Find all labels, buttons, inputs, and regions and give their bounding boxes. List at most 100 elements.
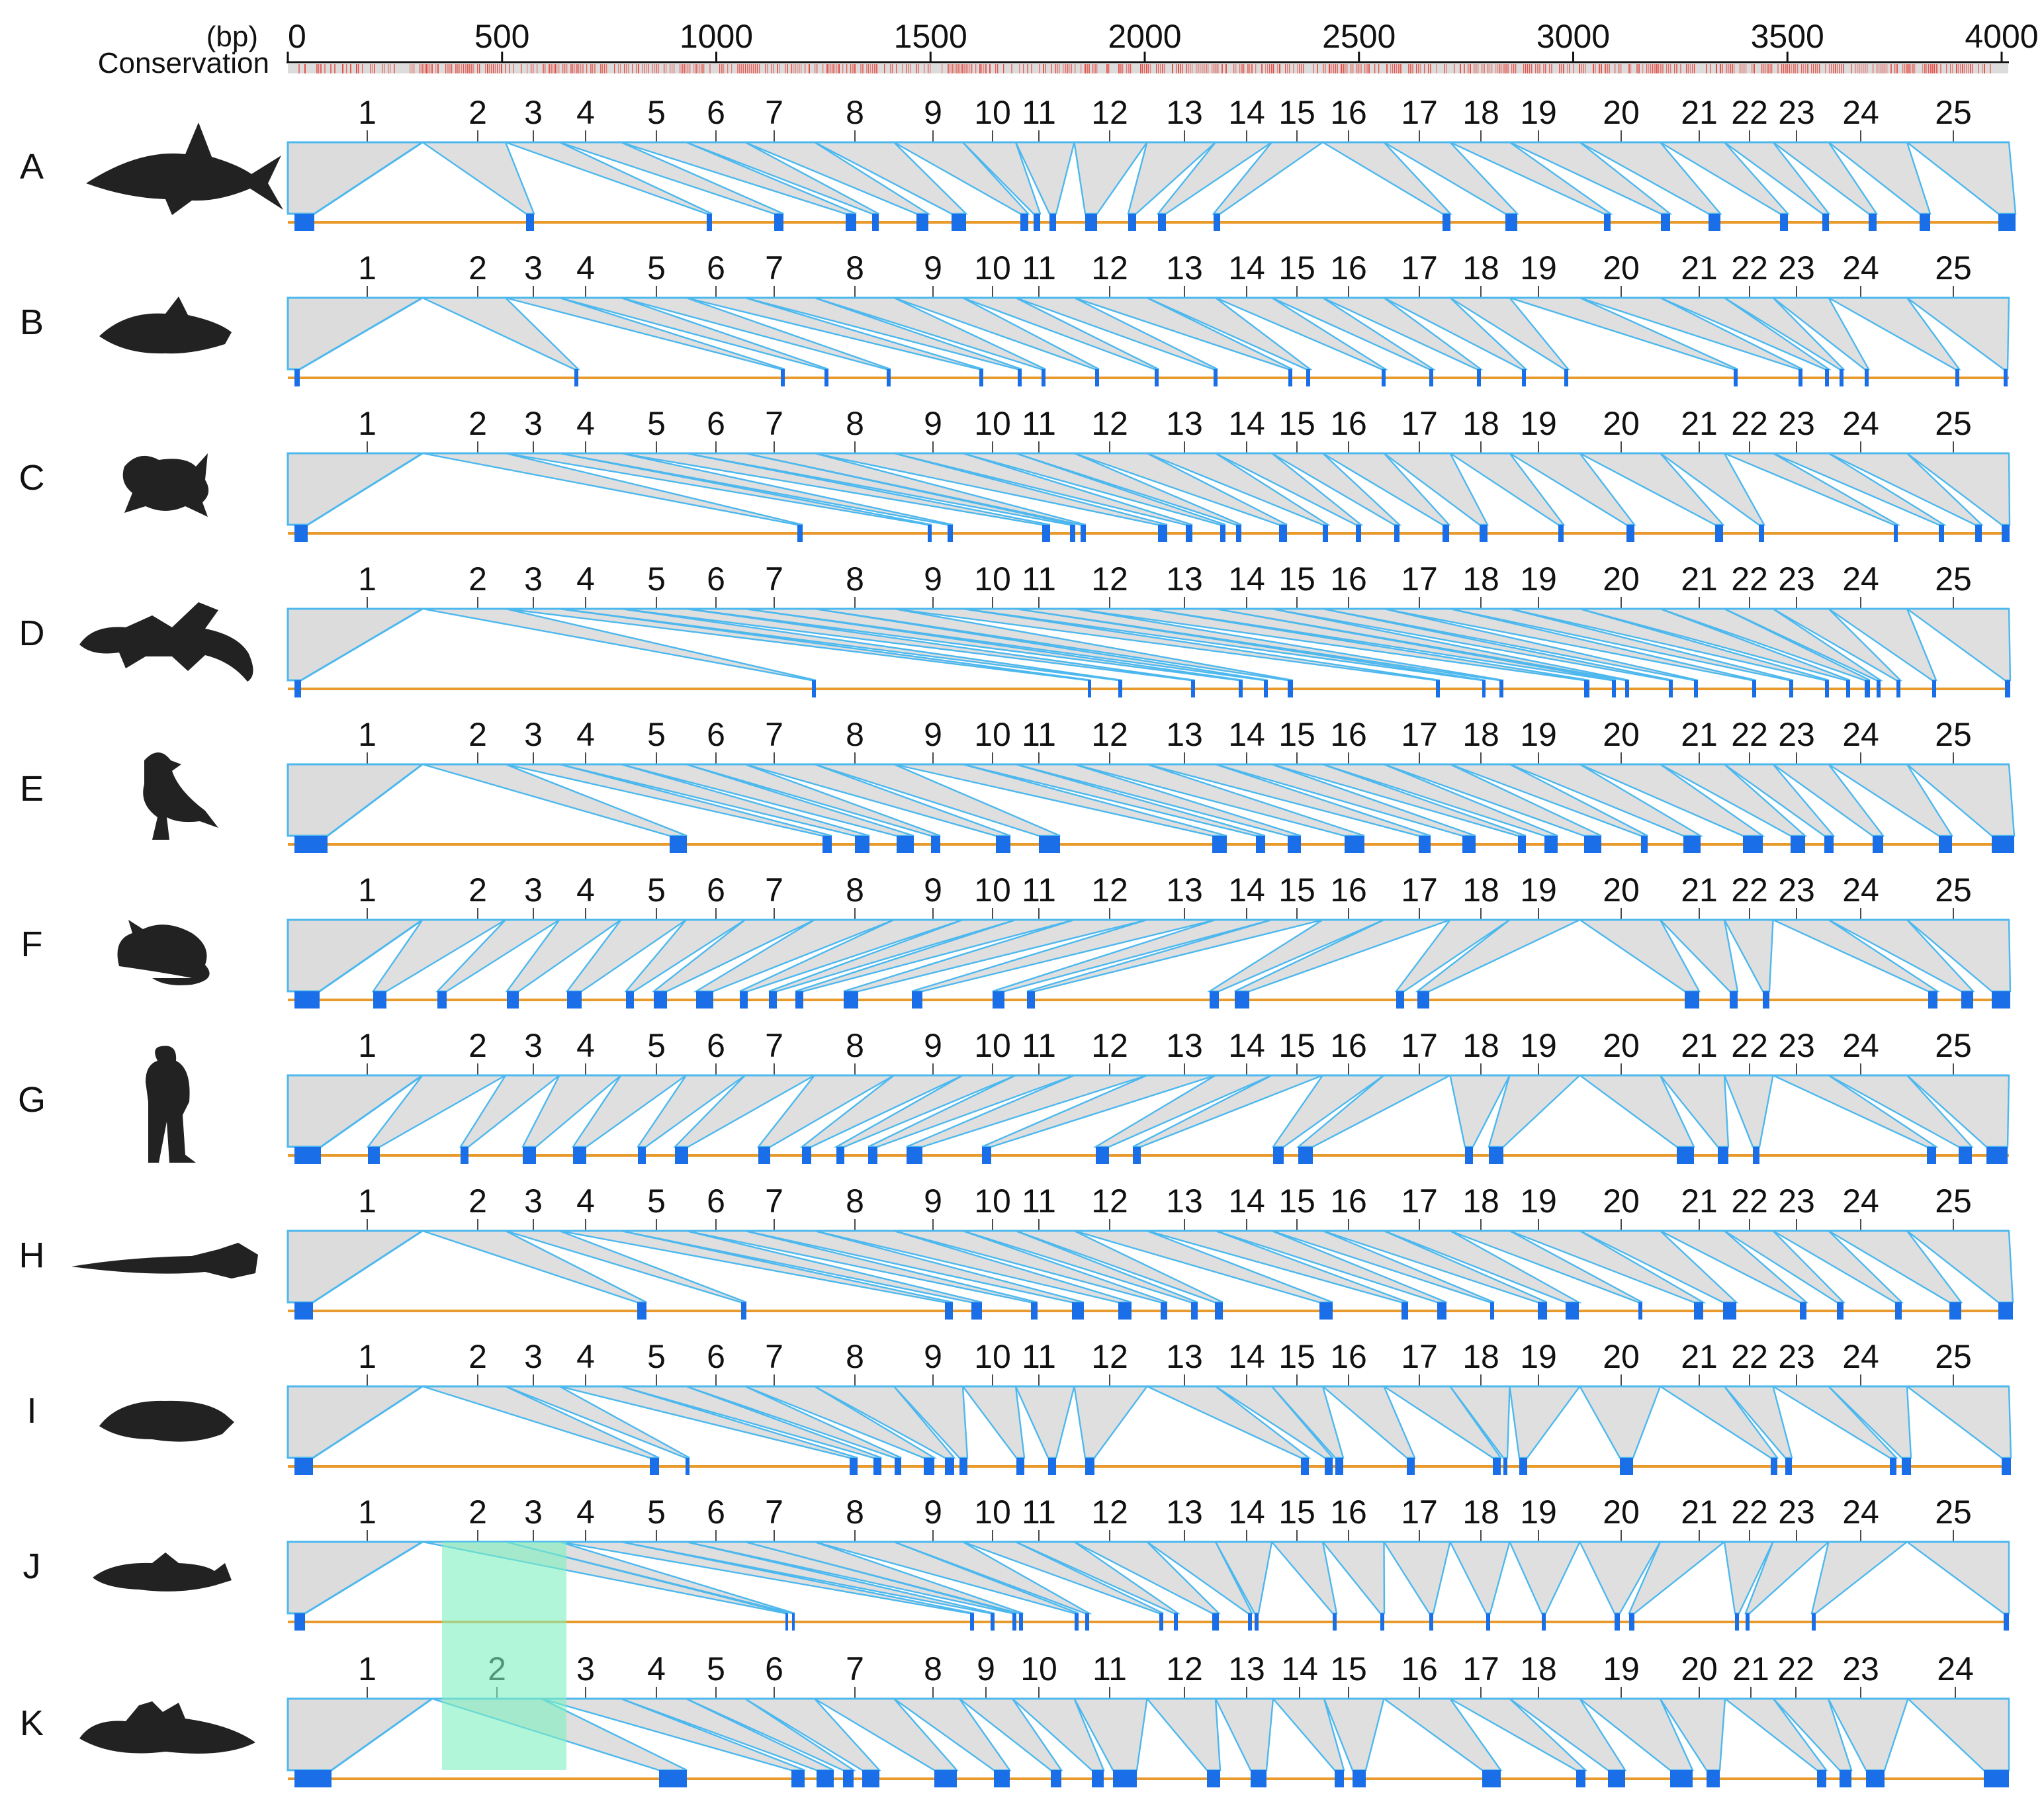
conservation-mark bbox=[501, 64, 502, 73]
conservation-mark bbox=[1222, 64, 1223, 73]
exon-block bbox=[1927, 1147, 1936, 1164]
exon-block bbox=[1490, 1302, 1494, 1320]
exon-block bbox=[868, 1147, 877, 1164]
exon-block bbox=[294, 1302, 313, 1320]
exon-block bbox=[670, 836, 687, 853]
exon-block bbox=[1771, 1458, 1777, 1475]
exon-number-label: 15 bbox=[1278, 1027, 1315, 1064]
exon-block bbox=[1239, 680, 1243, 697]
conservation-mark bbox=[1108, 64, 1110, 73]
exon-number-label: 10 bbox=[1020, 1650, 1057, 1687]
exon-block bbox=[1215, 1302, 1223, 1320]
conservation-mark bbox=[1630, 64, 1632, 73]
conservation-mark bbox=[1118, 64, 1120, 73]
row-letter: B bbox=[20, 302, 44, 342]
exon-number-label: 5 bbox=[647, 561, 666, 598]
conservation-mark bbox=[1831, 64, 1832, 73]
conservation-mark bbox=[836, 64, 838, 73]
exon-block bbox=[1718, 1147, 1728, 1164]
conservation-mark bbox=[1710, 64, 1711, 73]
exon-connector bbox=[1508, 1541, 1581, 1615]
exon-number-label: 23 bbox=[1778, 94, 1815, 131]
conservation-mark bbox=[1140, 64, 1141, 73]
conservation-mark bbox=[427, 64, 429, 73]
exon-number-label: 19 bbox=[1520, 716, 1557, 753]
exon-number-label: 24 bbox=[1842, 405, 1879, 442]
exon-connector bbox=[1145, 1697, 1222, 1772]
conservation-mark bbox=[1940, 64, 1941, 73]
conservation-mark bbox=[1835, 64, 1836, 73]
exon-block bbox=[817, 1770, 834, 1787]
exon-block bbox=[1088, 680, 1091, 697]
exon-number-label: 25 bbox=[1935, 405, 1972, 442]
conservation-mark bbox=[628, 64, 629, 73]
conservation-mark bbox=[1670, 64, 1671, 73]
exon-number-label: 5 bbox=[647, 872, 666, 909]
exon-block bbox=[2004, 369, 2008, 386]
conservation-mark bbox=[731, 64, 733, 73]
conservation-mark bbox=[1150, 64, 1151, 73]
exon-number-label: 23 bbox=[1778, 1338, 1815, 1375]
exon-number-label: 1 bbox=[358, 1338, 377, 1375]
conservation-mark bbox=[860, 64, 862, 73]
conservation-mark bbox=[1791, 64, 1793, 73]
conservation-mark bbox=[1333, 64, 1334, 73]
conservation-mark bbox=[1801, 64, 1802, 73]
conservation-mark bbox=[1390, 64, 1392, 73]
exon-connector bbox=[287, 452, 426, 526]
conservation-mark bbox=[884, 64, 885, 73]
exon-block bbox=[1323, 525, 1328, 542]
exon-number-label: 6 bbox=[707, 249, 725, 287]
conservation-mark bbox=[342, 64, 343, 73]
exon-block bbox=[1264, 680, 1268, 697]
exon-number-label: 4 bbox=[576, 1027, 595, 1064]
conservation-mark bbox=[318, 64, 320, 73]
conservation-mark bbox=[582, 64, 584, 73]
exon-number-label: 4 bbox=[576, 1338, 595, 1375]
exon-number-label: 24 bbox=[1842, 1183, 1879, 1220]
exon-number-label: 21 bbox=[1681, 1027, 1718, 1064]
conservation-mark bbox=[1023, 64, 1024, 73]
exon-block bbox=[1998, 214, 2016, 231]
exon-number-label: 2 bbox=[468, 1183, 487, 1220]
exon-block bbox=[1785, 1458, 1792, 1475]
exon-number-label: 10 bbox=[974, 94, 1011, 131]
exon-block bbox=[1518, 836, 1526, 853]
exon-block bbox=[1584, 680, 1589, 697]
exon-block bbox=[1288, 680, 1293, 697]
exon-number-label: 20 bbox=[1603, 561, 1640, 598]
exon-block bbox=[872, 214, 879, 231]
conservation-mark bbox=[1430, 64, 1431, 73]
exon-number-label: 8 bbox=[846, 561, 864, 598]
conservation-mark bbox=[902, 64, 903, 73]
conservation-mark bbox=[1096, 64, 1098, 73]
conservation-mark bbox=[316, 64, 318, 73]
row-letter: I bbox=[26, 1391, 36, 1431]
row-letter: J bbox=[23, 1547, 41, 1586]
conservation-mark bbox=[1019, 64, 1020, 73]
exon-block bbox=[1158, 214, 1166, 231]
exon-block bbox=[1034, 214, 1040, 231]
conservation-mark bbox=[721, 64, 723, 73]
exon-number-label: 10 bbox=[974, 716, 1011, 753]
conservation-mark bbox=[1142, 64, 1143, 73]
exon-block bbox=[1298, 1147, 1313, 1164]
conservation-mark bbox=[606, 64, 607, 73]
exon-number-label: 25 bbox=[1935, 1027, 1972, 1064]
exon-block bbox=[822, 836, 832, 853]
exon-number-label: 13 bbox=[1166, 561, 1203, 598]
conservation-mark bbox=[1569, 64, 1570, 73]
conservation-mark bbox=[1287, 64, 1288, 73]
exon-number-label: 6 bbox=[707, 405, 725, 442]
exon-block bbox=[907, 1147, 922, 1164]
exon-number-label: 9 bbox=[924, 94, 942, 131]
exon-number-label: 18 bbox=[1462, 94, 1499, 131]
conservation-mark bbox=[767, 64, 768, 73]
exon-block bbox=[461, 1147, 468, 1164]
exon-number-label: 12 bbox=[1091, 1027, 1128, 1064]
conservation-mark bbox=[771, 64, 772, 73]
conservation-mark bbox=[566, 64, 568, 73]
conservation-mark bbox=[1364, 64, 1366, 73]
conservation-mark bbox=[624, 64, 625, 73]
